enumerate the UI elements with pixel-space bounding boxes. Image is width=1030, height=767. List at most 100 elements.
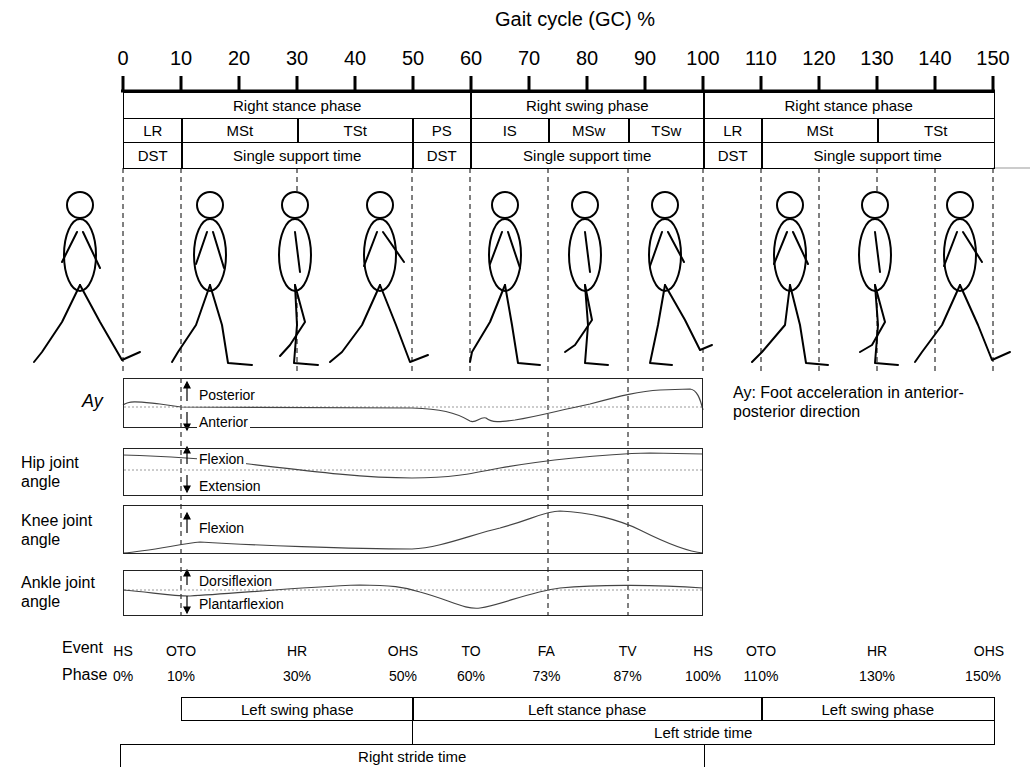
phase-cell: DST — [412, 142, 472, 169]
axis-direction: Posterior — [197, 387, 257, 403]
event-label: HS — [113, 643, 132, 660]
row-heading: Phase — [62, 665, 107, 684]
stick-figures — [34, 192, 1010, 365]
cell-text: LR — [723, 122, 742, 139]
cell-text: MSt — [226, 122, 253, 139]
phase-percent: 10% — [167, 668, 195, 685]
axis-direction: Dorsiflexion — [197, 573, 274, 589]
phase-cell: DST — [123, 142, 183, 169]
panel-heading: Ay — [82, 392, 118, 411]
tick-label: 60 — [460, 46, 482, 70]
cell-text: MSt — [806, 122, 833, 139]
cell-text: Left stride time — [654, 724, 752, 741]
axis-direction: Anterior — [197, 414, 250, 430]
phase-cell: TSt — [877, 118, 995, 143]
panel-heading: Ankle joint angle — [21, 573, 121, 611]
tick-label: 70 — [518, 46, 540, 70]
phase-cell: Right stride time — [120, 744, 705, 767]
chart-title: Gait cycle (GC) % — [495, 8, 655, 31]
direction-arrows — [184, 382, 190, 613]
event-label: HR — [867, 643, 887, 660]
phase-cell: MSw — [548, 118, 630, 143]
cell-text: Right swing phase — [526, 97, 649, 114]
tick-label: 130 — [860, 46, 893, 70]
tick-label: 80 — [576, 46, 598, 70]
signal-panel: AyPosteriorAnterior — [123, 378, 703, 428]
cell-text: DST — [138, 147, 168, 164]
event-label: HS — [693, 643, 712, 660]
event-label: TO — [461, 643, 480, 660]
cell-text: Right stride time — [358, 748, 466, 765]
phase-percent: 150% — [965, 668, 1001, 685]
row-heading: Event — [62, 638, 103, 657]
tick-label: 90 — [634, 46, 656, 70]
event-label: FA — [538, 643, 555, 660]
phase-percent: 50% — [389, 668, 417, 685]
cell-text: MSw — [572, 122, 605, 139]
phase-cell: Left swing phase — [761, 697, 995, 721]
axis-direction: Flexion — [197, 451, 246, 467]
phase-cell: Single support time — [470, 142, 705, 169]
note: Ay: Foot acceleration in anterior-poster… — [733, 383, 1023, 421]
event-label: OHS — [974, 643, 1004, 660]
tick-label: 110 — [745, 46, 777, 70]
phase-cell: LR — [123, 118, 183, 143]
phase-cell: Right stance phase — [123, 92, 472, 119]
tick-label: 20 — [228, 46, 250, 70]
cell-text: TSt — [344, 122, 367, 139]
tick-label: 120 — [802, 46, 835, 70]
event-label: TV — [619, 643, 637, 660]
event-label: OTO — [746, 643, 776, 660]
phase-cell: MSt — [181, 118, 299, 143]
signal-panel: Ankle joint angleDorsiflexionPlantarflex… — [123, 570, 703, 616]
tick-label: 100 — [686, 46, 719, 70]
cell-text: PS — [432, 122, 452, 139]
phase-cell: Left stance phase — [412, 697, 763, 721]
axis — [121, 76, 995, 91]
axis-direction: Plantarflexion — [197, 596, 286, 612]
phase-percent: 73% — [532, 668, 560, 685]
tick-label: 0 — [117, 46, 128, 70]
zero-lines — [124, 407, 702, 590]
phase-cell: Left stride time — [412, 720, 995, 745]
phase-cell: PS — [412, 118, 472, 143]
phase-percent: 130% — [859, 668, 895, 685]
cell-text: Single support time — [523, 147, 651, 164]
phase-percent: 100% — [685, 668, 721, 685]
tick-label: 150 — [976, 46, 1009, 70]
cell-text: Left stance phase — [528, 701, 646, 718]
event-label: OTO — [166, 643, 196, 660]
signal-panel: Knee joint angleFlexion — [123, 505, 703, 554]
cell-text: LR — [143, 122, 162, 139]
phase-cell: DST — [703, 142, 763, 169]
phase-cell: TSw — [628, 118, 705, 143]
cell-text: Right stance phase — [785, 97, 913, 114]
phase-cell: IS — [470, 118, 550, 143]
phase-cell: MSt — [761, 118, 879, 143]
tick-label: 50 — [402, 46, 424, 70]
rule — [993, 168, 1030, 169]
axis-direction: Extension — [197, 478, 262, 494]
cell-text: Single support time — [233, 147, 361, 164]
cell-text: DST — [427, 147, 457, 164]
tick-label: 40 — [344, 46, 366, 70]
event-label: OHS — [388, 643, 418, 660]
panel-heading: Knee joint angle — [21, 511, 121, 549]
phase-percent: 87% — [614, 668, 642, 685]
cell-text: Left swing phase — [821, 701, 934, 718]
phase-percent: 0% — [113, 668, 133, 685]
event-label: HR — [287, 643, 307, 660]
phase-percent: 30% — [283, 668, 311, 685]
phase-cell: Right stance phase — [703, 92, 995, 119]
phase-cell: Right swing phase — [470, 92, 705, 119]
cell-text: TSw — [651, 122, 681, 139]
cell-text: Right stance phase — [233, 97, 361, 114]
phase-cell: Left swing phase — [181, 697, 414, 721]
gait-curves — [123, 389, 703, 608]
cell-text: Left swing phase — [241, 701, 354, 718]
tick-label: 140 — [918, 46, 951, 70]
cell-text: Single support time — [814, 147, 942, 164]
tick-label: 30 — [286, 46, 308, 70]
phase-cell: LR — [703, 118, 763, 143]
